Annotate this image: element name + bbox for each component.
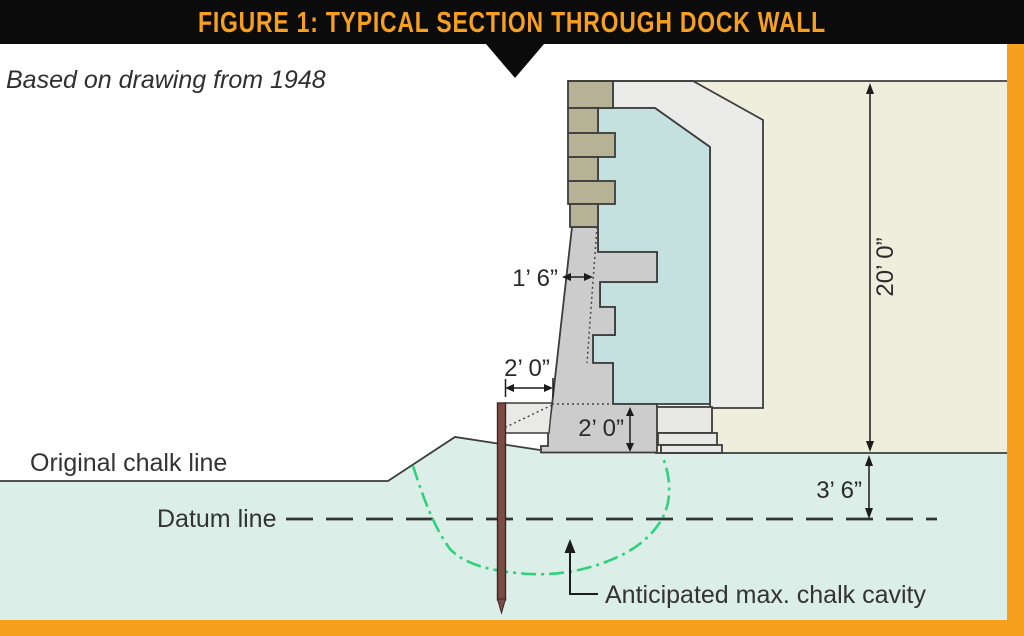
toe-wedge	[504, 402, 553, 434]
coping-block-5	[567, 180, 616, 205]
wedge-dotted-line	[505, 404, 553, 428]
dim-stem-width-label: 1’ 6”	[512, 265, 558, 292]
dim-footing-height: 2’ 0”	[578, 407, 634, 452]
anticipated-cavity-label: Anticipated max. chalk cavity	[605, 581, 926, 609]
original-chalk-line-label: Original chalk line	[30, 449, 227, 477]
dim-wall-height: 20’ 0”	[866, 83, 899, 452]
dim-toe-width: 2’ 0”	[504, 355, 554, 397]
header-pointer-triangle	[486, 44, 544, 78]
coping-block-3	[567, 132, 616, 158]
timber-pile	[496, 402, 507, 615]
wall-stem-and-footing	[540, 226, 658, 454]
dim-datum-depth-label: 3’ 6”	[816, 477, 862, 504]
datum-line-label: Datum line	[157, 505, 277, 533]
dim-stem-width: 1’ 6”	[512, 265, 593, 292]
coping-block-4	[567, 156, 599, 182]
coping-block-2	[567, 107, 599, 134]
base-step-1	[654, 406, 713, 434]
dim-wall-height-label: 20’ 0”	[872, 237, 899, 296]
dim-toe-width-label: 2’ 0”	[504, 355, 550, 382]
cavity-pointer	[564, 539, 598, 595]
base-step-3	[660, 444, 723, 454]
coping-block-1	[567, 80, 614, 109]
figure-title: FIGURE 1: TYPICAL SECTION THROUGH DOCK W…	[198, 7, 826, 39]
header-bar	[0, 0, 1024, 44]
subtitle: Based on drawing from 1948	[6, 66, 326, 94]
dim-datum-depth: 3’ 6”	[816, 455, 873, 519]
base-step-2	[657, 432, 718, 446]
dim-footing-height-label: 2’ 0”	[578, 415, 624, 442]
coping-block-6	[569, 203, 599, 228]
right-accent-strip	[1007, 44, 1024, 636]
bottom-accent-strip	[0, 620, 1024, 636]
